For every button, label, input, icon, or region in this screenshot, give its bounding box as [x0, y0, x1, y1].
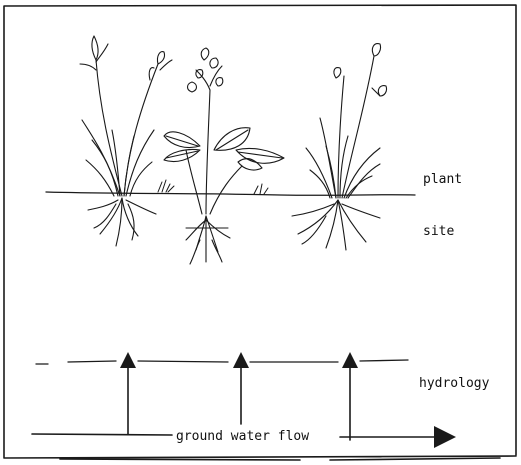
upward-arrows	[120, 352, 358, 440]
label-plant: plant	[423, 172, 462, 187]
broadleaf-plant-middle	[164, 48, 284, 264]
upward-arrowhead-3	[342, 352, 358, 368]
grass-tufts	[158, 180, 268, 194]
label-hydrology: hydrology	[419, 376, 490, 391]
label-site: site	[423, 224, 454, 239]
flow-arrowhead	[434, 426, 456, 448]
upward-arrowhead-2	[233, 352, 249, 368]
upward-arrowhead-1	[120, 352, 136, 368]
sedge-plant-left	[80, 36, 172, 246]
rush-plant-right	[292, 44, 387, 250]
label-ground-water-flow: ground water flow	[176, 429, 309, 444]
ground-surface-line	[46, 192, 415, 195]
